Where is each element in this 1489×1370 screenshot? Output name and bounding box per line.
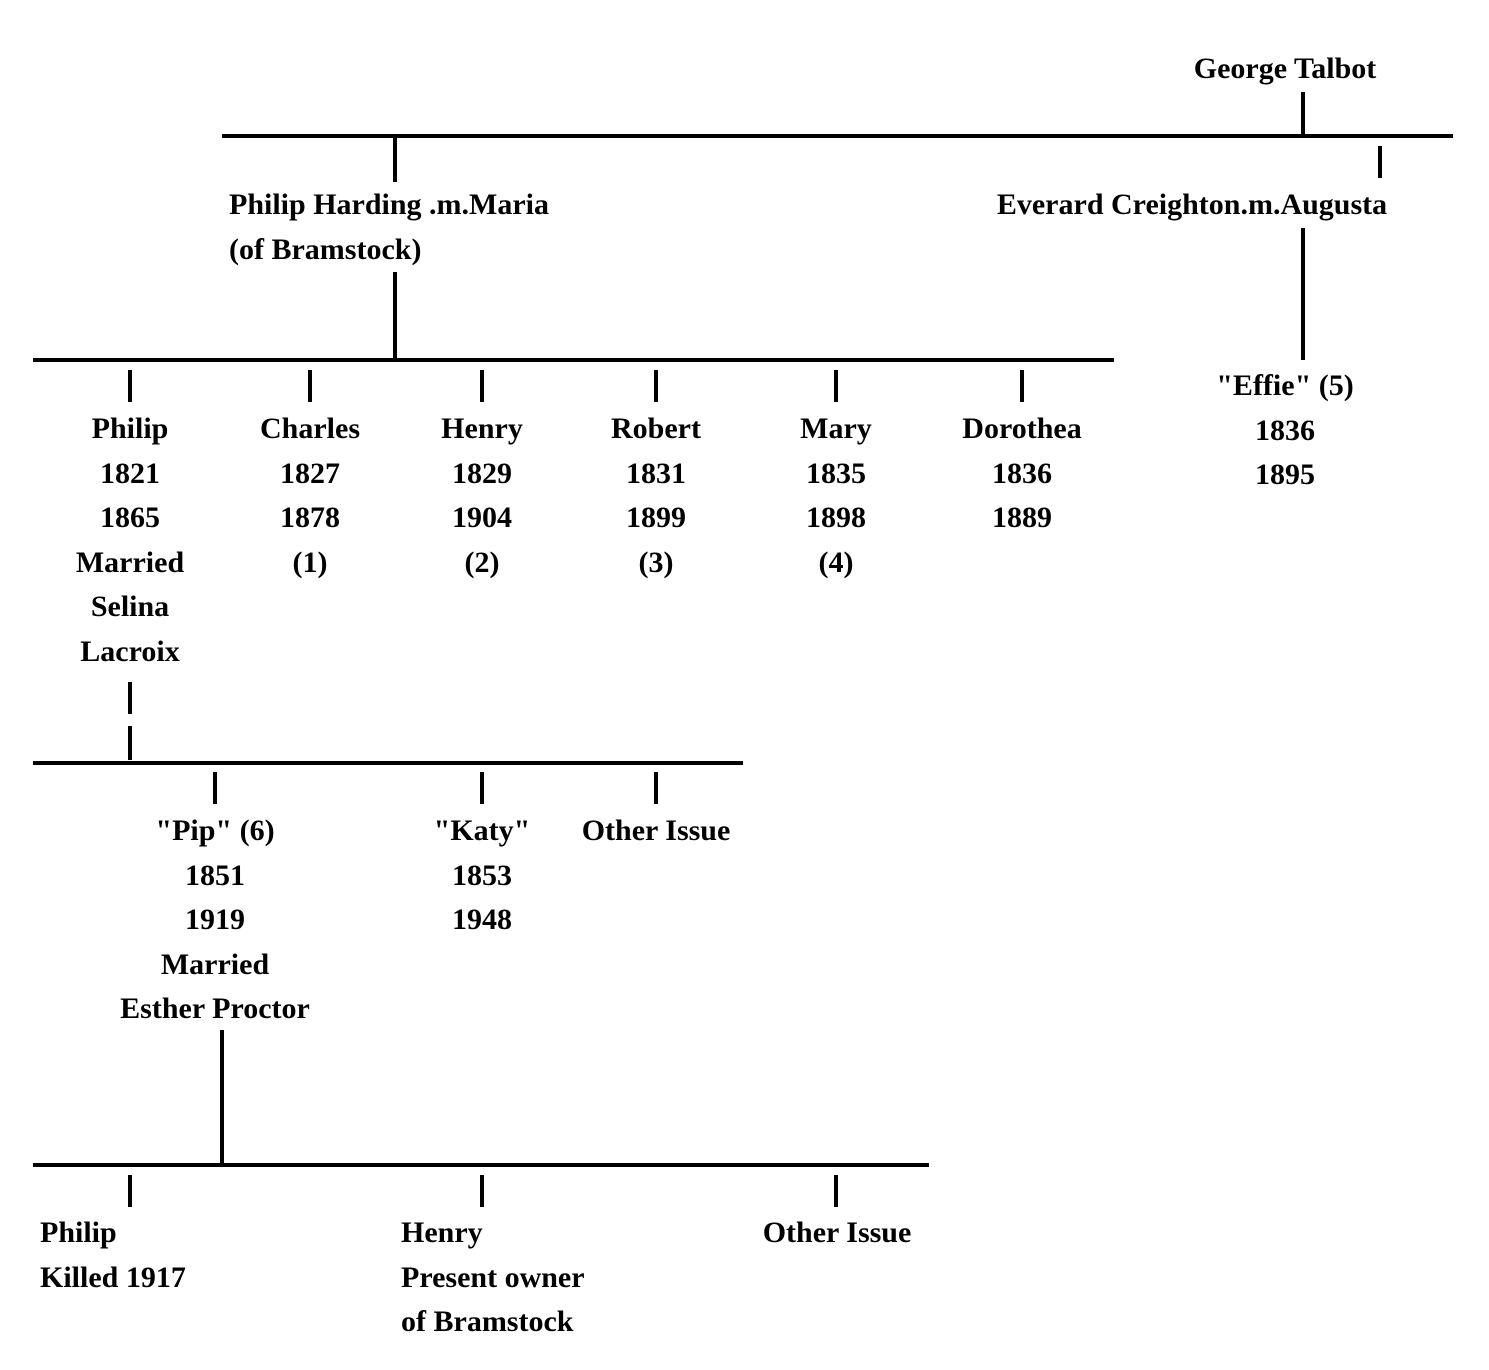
ownership-note: of Bramstock [401, 1305, 574, 1338]
death-year: 1865 [100, 501, 160, 534]
person-name: George Talbot [1193, 52, 1377, 85]
pip-descent-line [220, 1030, 224, 1166]
philip-descent-line [128, 726, 132, 760]
node-great-grandchild-henry: Henry Present owner of Bramstock [401, 1211, 585, 1345]
couple-name: Everard Creighton.m.Augusta [996, 188, 1388, 221]
birth-year: 1829 [452, 456, 512, 490]
node-philip-harding: Philip Harding .m.Maria (of Bramstock) [229, 183, 549, 272]
death-year: 1904 [452, 501, 512, 534]
philip-descent-line [128, 682, 132, 714]
grandchildren-sibling-line [33, 761, 743, 765]
person-name: Other Issue [762, 1216, 912, 1249]
person-name: Philip [40, 1216, 117, 1249]
person-name: Other Issue [581, 814, 731, 847]
person-name: Henry [401, 1216, 483, 1249]
child-tick [128, 370, 132, 402]
child-tick [480, 370, 484, 402]
node-child-henry: Henry 1829 1904 (2) [441, 407, 523, 585]
death-year: 1919 [184, 903, 245, 936]
person-name: Dorothea [962, 412, 1082, 445]
death-year: 1948 [451, 903, 512, 936]
marriage-note: Married [160, 947, 270, 981]
node-child-charles: Charles 1827 1878 (1) [260, 407, 360, 585]
node-child-mary: Mary 1835 1898 (4) [800, 407, 872, 585]
node-great-grandchild-philip: Philip Killed 1917 [40, 1211, 186, 1300]
node-effie: "Effie" (5) 1836 1895 [1216, 364, 1353, 498]
great-grandchild-tick [480, 1175, 484, 1207]
person-name: Robert [611, 412, 701, 445]
birth-year: 1836 [992, 456, 1052, 490]
child-tick [1020, 370, 1024, 402]
child-tick [654, 370, 658, 402]
death-year: 1889 [992, 501, 1052, 534]
node-grandchild-pip: "Pip" (6) 1851 1919 Married Esther Proct… [120, 809, 310, 1032]
birth-year: 1853 [451, 858, 512, 892]
death-year: 1898 [805, 501, 866, 534]
creighton-descent-line [1301, 228, 1305, 360]
birth-year: 1851 [184, 858, 245, 892]
person-name: Philip [91, 412, 169, 445]
root-descent-line [1301, 92, 1305, 138]
couple-name: Philip Harding .m.Maria [229, 188, 550, 221]
person-name: Mary [800, 412, 872, 445]
child-tick [834, 370, 838, 402]
death-year: 1899 [625, 501, 686, 534]
footnote-ref: (2) [464, 545, 500, 579]
node-child-philip: Philip 1821 1865 Married Selina Lacroix [76, 407, 184, 674]
death-note: Killed 1917 [40, 1260, 186, 1294]
spouse-name: Esther Proctor [120, 992, 310, 1025]
node-grandchild-katy: "Katy" 1853 1948 [434, 809, 531, 943]
person-name: "Effie" (5) [1216, 369, 1354, 402]
birth-year: 1831 [625, 456, 686, 490]
person-name: Charles [260, 412, 360, 445]
birth-year: 1835 [805, 456, 866, 490]
node-child-robert: Robert 1831 1899 (3) [611, 407, 701, 585]
node-great-grandchild-other-issue: Other Issue [763, 1211, 912, 1256]
person-name: "Pip" (6) [155, 814, 275, 847]
grandchild-tick [213, 772, 217, 804]
spouse-first-name: Selina [90, 590, 170, 623]
children-sibling-line [33, 358, 1114, 362]
node-everard-creighton: Everard Creighton.m.Augusta [997, 183, 1387, 228]
gen1-sibling-line [222, 134, 1453, 138]
harding-connector [393, 138, 397, 182]
great-grandchildren-sibling-line [33, 1163, 929, 1167]
death-year: 1895 [1255, 458, 1315, 491]
person-name: Henry [441, 412, 523, 445]
spouse-last-name: Lacroix [80, 634, 180, 668]
birth-year: 1836 [1255, 413, 1315, 447]
great-grandchild-tick [128, 1175, 132, 1207]
birth-year: 1827 [280, 456, 340, 490]
death-year: 1878 [280, 501, 340, 534]
grandchild-tick [480, 772, 484, 804]
footnote-ref: (3) [638, 545, 674, 579]
great-grandchild-tick [834, 1175, 838, 1207]
birth-year: 1821 [100, 456, 160, 490]
creighton-connector [1378, 146, 1382, 178]
person-name: "Katy" [433, 814, 531, 847]
footnote-ref: (4) [818, 545, 854, 579]
child-tick [308, 370, 312, 402]
harding-descent-line [393, 272, 397, 362]
node-child-dorothea: Dorothea 1836 1889 [962, 407, 1081, 541]
footnote-ref: (1) [292, 545, 328, 579]
node-grandchild-other-issue: Other Issue [582, 809, 731, 854]
ownership-note: Present owner [401, 1260, 585, 1294]
grandchild-tick [654, 772, 658, 804]
residence: (of Bramstock) [229, 232, 422, 266]
node-george-talbot: George Talbot [1194, 47, 1377, 92]
marriage-note: Married [75, 545, 185, 579]
